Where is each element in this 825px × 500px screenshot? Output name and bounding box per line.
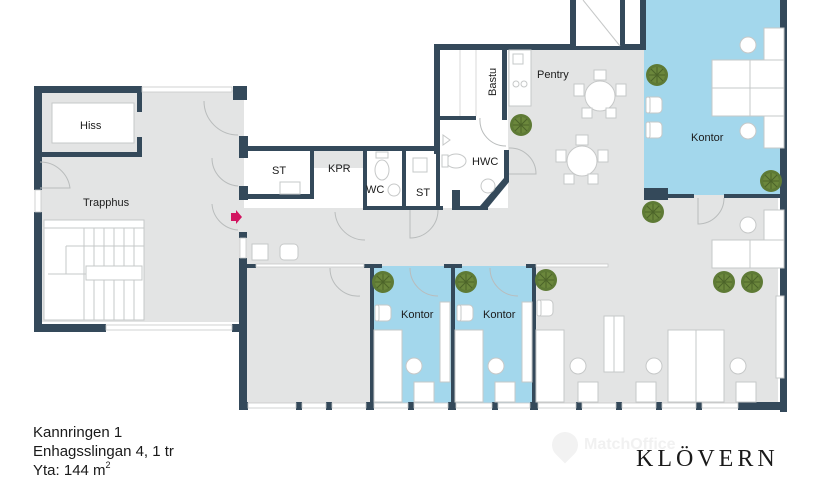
stairs xyxy=(43,219,145,321)
room-label-pentry: Pentry xyxy=(537,69,569,81)
room-label-kontor-large: Kontor xyxy=(691,132,724,144)
room-labels: Hiss Trapphus ST KPR WC ST HWC Bastu Pen… xyxy=(80,68,724,321)
watermark: MatchOffice xyxy=(546,426,676,464)
floors xyxy=(40,0,780,405)
location-pin-icon xyxy=(546,426,584,464)
brand-logo: KLÖVERN xyxy=(636,446,779,472)
property-address: Enhagsslingan 4, 1 tr xyxy=(33,443,174,460)
kitchen-counter xyxy=(508,49,532,107)
small-office-desks xyxy=(373,301,533,403)
pentry-tables xyxy=(555,69,627,185)
room-label-kpr: KPR xyxy=(328,163,351,175)
large-office-desks xyxy=(645,27,785,149)
watermark-text: MatchOffice xyxy=(584,436,676,453)
windows xyxy=(34,86,739,409)
room-label-st2: ST xyxy=(416,187,430,199)
room-label-wc: WC xyxy=(366,184,384,196)
entrance-arrow-icon xyxy=(231,210,242,224)
toilets xyxy=(279,134,496,197)
property-area: Yta: 144 m2 xyxy=(33,461,174,480)
room-label-kontor-small-1: Kontor xyxy=(401,309,434,321)
right-desk xyxy=(711,209,785,379)
room-label-st1: ST xyxy=(272,165,286,177)
corridor-furniture xyxy=(251,243,299,261)
room-label-trapphus: Trapphus xyxy=(83,197,130,209)
room-label-hiss: Hiss xyxy=(80,120,102,132)
room-label-kontor-small-2: Kontor xyxy=(483,309,516,321)
walls xyxy=(34,0,787,412)
area-value: Yta: 144 m xyxy=(33,462,106,479)
sauna-benches xyxy=(459,50,477,116)
room-label-bastu: Bastu xyxy=(487,68,499,96)
room-label-hwc: HWC xyxy=(472,156,498,168)
elevator-car xyxy=(51,102,135,144)
area-unit-superscript: 2 xyxy=(105,460,111,470)
doors xyxy=(39,100,725,297)
property-name: Kannringen 1 xyxy=(33,424,123,441)
property-info: Kannringen 1 Enhagsslingan 4, 1 tr Yta: … xyxy=(33,423,174,480)
open-office-desks xyxy=(535,299,757,403)
shaft xyxy=(576,0,621,47)
